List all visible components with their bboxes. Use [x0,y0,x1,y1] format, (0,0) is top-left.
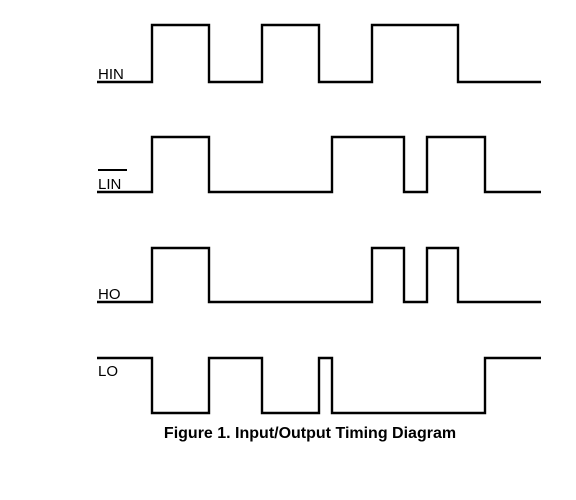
signal-label-lo: LO [98,363,118,380]
signal-hin: HIN [97,23,541,84]
signal-ho: HO [97,246,541,304]
waveform-lo [97,356,541,415]
waveform-ho [97,246,541,304]
signal-lin: LIN [97,135,541,194]
signal-label-ho: HO [98,286,121,303]
signal-label-lin: LIN [98,176,121,193]
waveform-hin [97,23,541,84]
figure-caption: Figure 1. Input/Output Timing Diagram [163,425,457,442]
waveform-lin [97,135,541,194]
signal-label-hin: HIN [98,66,124,83]
signal-lo: LO [97,356,541,415]
